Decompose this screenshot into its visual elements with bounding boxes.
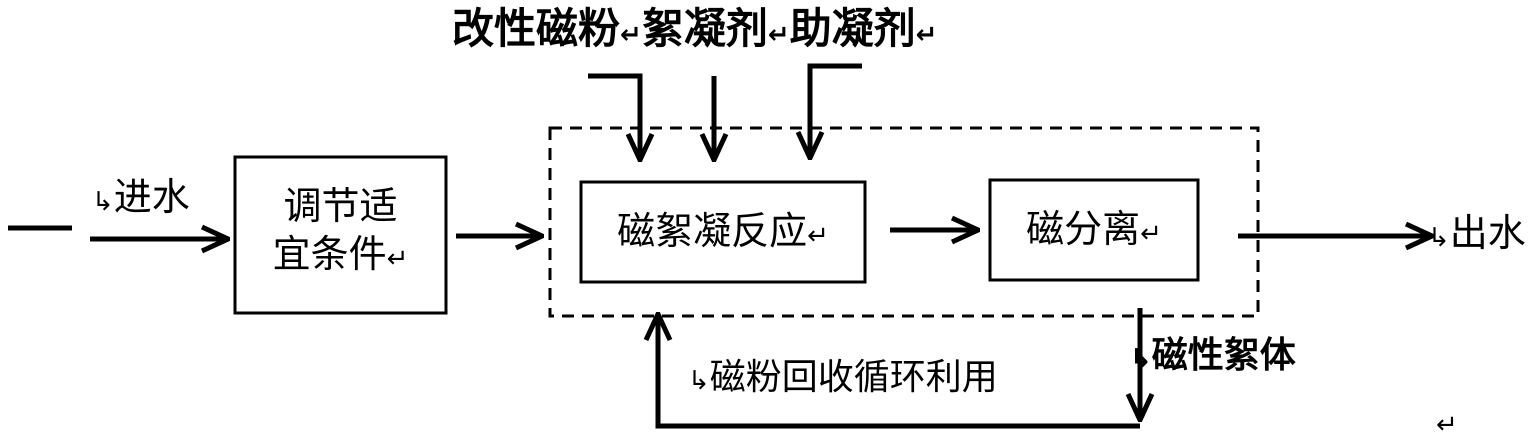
return-mark: ↵ — [620, 20, 642, 50]
down-return-mark: ↳ — [1428, 223, 1450, 253]
label-flocculant: 絮凝剂 — [641, 4, 768, 53]
adjust-line-1: 调节适 — [283, 184, 398, 228]
return-mark: ↵ — [915, 20, 938, 50]
label-recycle: ↳磁粉回收循环利用 — [688, 357, 998, 398]
reaction-separation-enclosure — [548, 126, 1260, 318]
return-mark: ↵ — [386, 243, 409, 274]
label-water-in: ↳进水 — [92, 175, 190, 219]
return-mark: ↵ — [1140, 219, 1162, 249]
recycle-line — [658, 314, 1140, 429]
down-return-mark: ↳ — [688, 366, 710, 396]
magnetic-separation-text: 磁分离↵ — [1026, 207, 1162, 251]
arrow-coagulant-aid — [810, 63, 862, 158]
label-magnetic-floc: ↳磁性絮体 — [1130, 335, 1296, 376]
down-return-mark: ↳ — [92, 187, 114, 217]
label-inputs: 改性磁粉↵絮凝剂↵助凝剂↵ — [452, 8, 937, 50]
adjust-conditions-text: 调节适 宜条件↵ — [235, 183, 446, 278]
adjust-conditions-box — [233, 155, 448, 315]
arrow-magnetic-powder — [588, 73, 640, 160]
adjust-line-2: 宜条件↵ — [272, 231, 409, 276]
flocculation-reaction-box — [579, 180, 867, 284]
trailing-return-mark: ↵ — [1436, 410, 1458, 440]
return-mark: ↵ — [767, 20, 790, 50]
label-coagulant-aid: 助凝剂 — [789, 4, 916, 53]
flocculation-reaction-text: 磁絮凝反应↵ — [617, 209, 829, 253]
down-return-mark: ↳ — [1130, 344, 1152, 374]
return-mark: ↵ — [807, 221, 829, 251]
label-modified-magnetic-powder: 改性磁粉 — [452, 4, 621, 53]
magnetic-separation-box — [988, 178, 1200, 282]
label-water-out: ↳出水 — [1428, 211, 1526, 255]
